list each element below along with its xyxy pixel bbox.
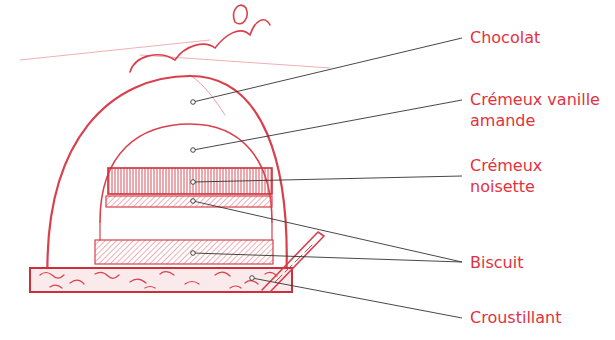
- leader-line: [193, 176, 462, 182]
- decoration-swirl: [130, 20, 270, 72]
- callout-label: Crémeux vanille amande: [470, 89, 605, 131]
- leader-dot: [191, 180, 196, 185]
- inner-dome: [100, 124, 272, 222]
- callout-label: Crémeux noisette: [470, 155, 570, 197]
- inner-dome: [100, 222, 272, 240]
- callout-label: Biscuit: [470, 252, 610, 273]
- callout-label: Croustillant: [470, 307, 610, 328]
- decoration-leaf: [234, 5, 247, 24]
- sketch-lines: [20, 5, 330, 292]
- leader-dot: [250, 276, 255, 281]
- leader-dot: [191, 251, 196, 256]
- leader-lines: [193, 38, 462, 318]
- leader-dot: [191, 148, 196, 153]
- leader-line: [252, 278, 462, 318]
- leader-dot: [191, 100, 196, 105]
- leader-line: [193, 100, 462, 150]
- crunchy-base: [30, 268, 292, 292]
- biscuit-layer: [106, 196, 272, 207]
- biscuit-layer: [95, 240, 273, 264]
- sketch-guide: [20, 40, 210, 60]
- crumb-texture: [40, 272, 277, 288]
- stick-hatch: [275, 245, 312, 282]
- leader-line: [193, 253, 462, 262]
- leader-line: [193, 201, 462, 262]
- leader-dot: [191, 199, 196, 204]
- leader-line: [193, 38, 462, 102]
- stick: [262, 232, 324, 292]
- callout-label: Chocolat: [470, 27, 610, 48]
- dome-outline: [47, 76, 286, 292]
- leader-dots: [191, 100, 255, 281]
